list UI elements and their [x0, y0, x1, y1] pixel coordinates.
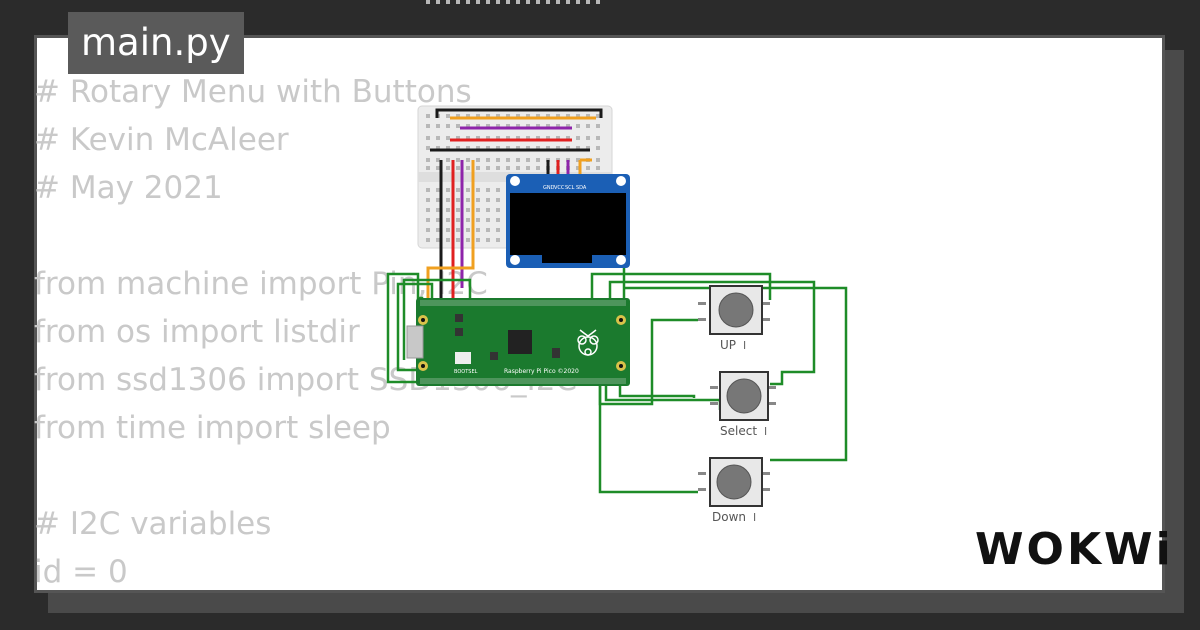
button-select[interactable]: Select ⏽	[710, 371, 776, 438]
button-up-label: UP ⏽	[720, 338, 749, 352]
code-line: from machine import Pin, I2C	[34, 266, 488, 302]
oled-pin-gnd: GND	[543, 185, 555, 191]
wokwi-logo: WOKWi	[975, 524, 1174, 575]
code-line: # I2C variables	[34, 506, 272, 542]
button-down-label: Down ⏽	[712, 510, 759, 524]
code-line: # May 2021	[34, 170, 223, 206]
oled-pin-vcc: VCC	[554, 185, 565, 191]
button-down[interactable]: Down ⏽	[698, 457, 770, 524]
button-select-label: Select ⏽	[720, 424, 770, 438]
raspberry-logo-icon	[577, 329, 599, 356]
pico-board-label: Raspberry Pi Pico ©2020	[504, 368, 579, 375]
code-line: from os import listdir	[34, 314, 360, 350]
button-up[interactable]: UP ⏽	[698, 285, 770, 352]
green-wires	[386, 268, 848, 494]
raspberry-pi-pico[interactable]: BOOTSEL Raspberry Pi Pico ©2020	[406, 298, 630, 386]
code-preview: # Rotary Menu with Buttons # Kevin McAle…	[34, 68, 577, 596]
code-line: from time import sleep	[34, 410, 391, 446]
filename-tab: main.py	[68, 12, 244, 74]
oled-pin-sda: SDA	[576, 185, 587, 191]
oled-pin-scl: SCL	[565, 185, 575, 191]
code-line: # Kevin McAleer	[34, 122, 289, 158]
oled-display[interactable]: GND VCC SCL SDA	[506, 174, 630, 268]
code-line: # Rotary Menu with Buttons	[34, 74, 472, 110]
code-line: id = 0	[34, 554, 128, 590]
bootsel-label: BOOTSEL	[454, 369, 478, 375]
